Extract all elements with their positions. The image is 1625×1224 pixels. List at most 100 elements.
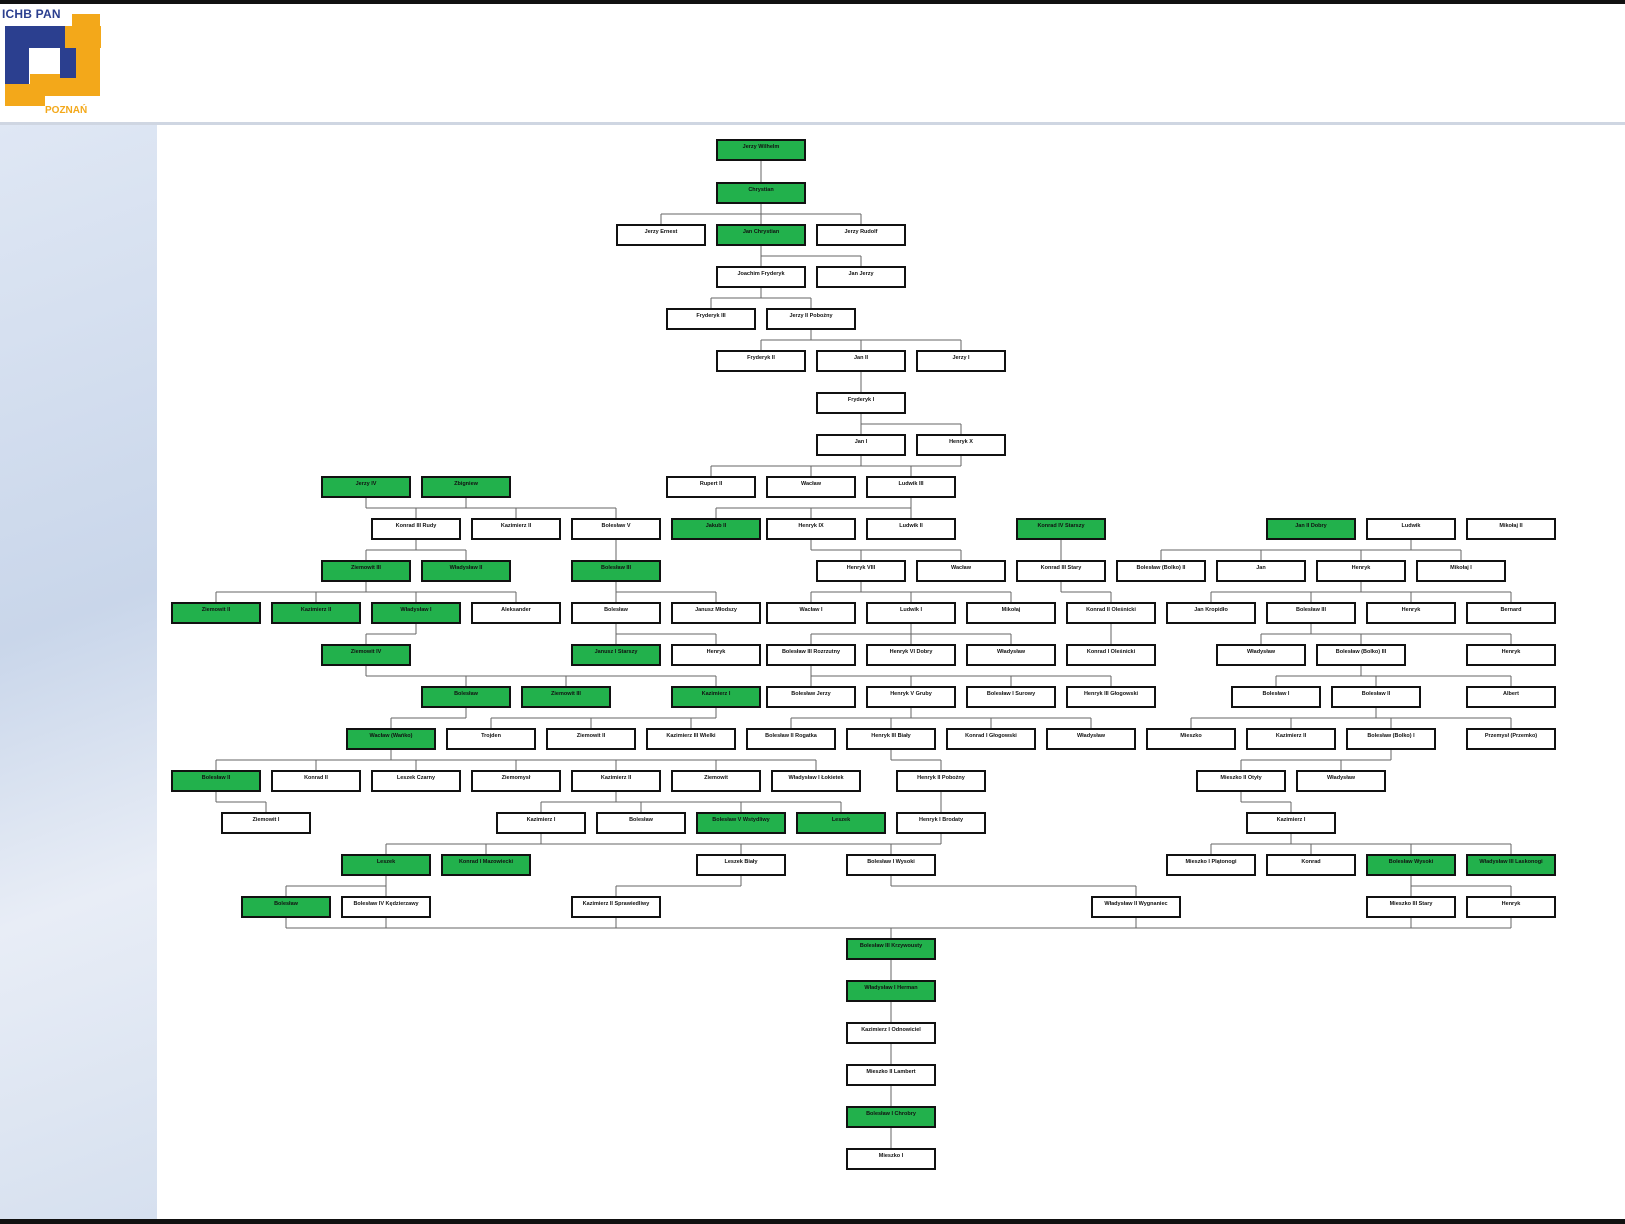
tree-node[interactable]: Mieszko I Plątonogi	[1166, 854, 1256, 876]
tree-node[interactable]: Henryk V Gruby	[866, 686, 956, 708]
tree-node[interactable]: Jan	[1216, 560, 1306, 582]
tree-node[interactable]: Kazimierz III Wielki	[646, 728, 736, 750]
tree-node[interactable]: Konrad II Oleśnicki	[1066, 602, 1156, 624]
tree-node[interactable]: Bolesław II	[1331, 686, 1421, 708]
tree-node[interactable]: Konrad I Oleśnicki	[1066, 644, 1156, 666]
tree-node[interactable]: Ziemowit III	[521, 686, 611, 708]
tree-node[interactable]: Konrad III Stary	[1016, 560, 1106, 582]
tree-node[interactable]: Ziemowit	[671, 770, 761, 792]
tree-node[interactable]: Bolesław I Wysoki	[846, 854, 936, 876]
tree-node[interactable]: Bolesław III Krzywousty	[846, 938, 936, 960]
tree-node[interactable]: Bolesław (Bolko) II	[1116, 560, 1206, 582]
tree-node[interactable]: Fryderyk I	[816, 392, 906, 414]
tree-node[interactable]: Władysław II Wygnaniec	[1091, 896, 1181, 918]
tree-node[interactable]: Bolesław (Bolko) III	[1316, 644, 1406, 666]
tree-node[interactable]: Ziemowit III	[321, 560, 411, 582]
tree-node[interactable]: Mikołaj I	[1416, 560, 1506, 582]
tree-node[interactable]: Konrad I Głogowski	[946, 728, 1036, 750]
tree-node[interactable]: Henryk IX	[766, 518, 856, 540]
tree-node[interactable]: Mieszko II Lambert	[846, 1064, 936, 1086]
tree-node[interactable]: Bernard	[1466, 602, 1556, 624]
tree-node[interactable]: Kazimierz II	[271, 602, 361, 624]
tree-node[interactable]: Zbigniew	[421, 476, 511, 498]
tree-node[interactable]: Jerzy II Pobożny	[766, 308, 856, 330]
tree-node[interactable]: Ludwik III	[866, 476, 956, 498]
tree-node[interactable]: Henryk	[1316, 560, 1406, 582]
tree-node[interactable]: Mieszko III Stary	[1366, 896, 1456, 918]
tree-node[interactable]: Przemysł (Przemko)	[1466, 728, 1556, 750]
tree-node[interactable]: Leszek Biały	[696, 854, 786, 876]
tree-node[interactable]: Leszek Czarny	[371, 770, 461, 792]
tree-node[interactable]: Kazimierz I	[671, 686, 761, 708]
tree-node[interactable]: Władysław	[1216, 644, 1306, 666]
tree-node[interactable]: Konrad I Mazowiecki	[441, 854, 531, 876]
tree-node[interactable]: Kazimierz I	[1246, 812, 1336, 834]
tree-node[interactable]: Kazimierz II	[471, 518, 561, 540]
tree-node[interactable]: Henryk I Brodaty	[896, 812, 986, 834]
tree-node[interactable]: Janusz Młodszy	[671, 602, 761, 624]
tree-node[interactable]: Henryk	[671, 644, 761, 666]
tree-node[interactable]: Jan I	[816, 434, 906, 456]
tree-node[interactable]: Jan II Dobry	[1266, 518, 1356, 540]
tree-node[interactable]: Władysław	[966, 644, 1056, 666]
tree-node[interactable]: Bolesław	[421, 686, 511, 708]
tree-node[interactable]: Henryk X	[916, 434, 1006, 456]
tree-node[interactable]: Leszek	[341, 854, 431, 876]
tree-node[interactable]: Aleksander	[471, 602, 561, 624]
tree-node[interactable]: Bolesław I Surowy	[966, 686, 1056, 708]
tree-node[interactable]: Fryderyk II	[716, 350, 806, 372]
tree-node[interactable]: Henryk III Biały	[846, 728, 936, 750]
tree-node[interactable]: Władysław I Łokietek	[771, 770, 861, 792]
tree-node[interactable]: Władysław III Laskonogi	[1466, 854, 1556, 876]
tree-node[interactable]: Jan Chrystian	[716, 224, 806, 246]
tree-node[interactable]: Ziemowit IV	[321, 644, 411, 666]
tree-node[interactable]: Ludwik I	[866, 602, 956, 624]
tree-node[interactable]: Kazimierz I Odnowiciel	[846, 1022, 936, 1044]
tree-node[interactable]: Mikołaj	[966, 602, 1056, 624]
tree-node[interactable]: Jerzy I	[916, 350, 1006, 372]
tree-node[interactable]: Bolesław II Rogatka	[746, 728, 836, 750]
tree-node[interactable]: Władysław II	[421, 560, 511, 582]
tree-node[interactable]: Konrad IV Starszy	[1016, 518, 1106, 540]
tree-node[interactable]: Bolesław III	[571, 560, 661, 582]
tree-node[interactable]: Bolesław IV Kędzierzawy	[341, 896, 431, 918]
tree-node[interactable]: Ludwik	[1366, 518, 1456, 540]
tree-node[interactable]: Mieszko II Otyły	[1196, 770, 1286, 792]
tree-node[interactable]: Mieszko I	[846, 1148, 936, 1170]
tree-node[interactable]: Bolesław III	[1266, 602, 1356, 624]
tree-node[interactable]: Konrad III Rudy	[371, 518, 461, 540]
tree-node[interactable]: Ziemowit II	[171, 602, 261, 624]
tree-node[interactable]: Henryk	[1466, 896, 1556, 918]
tree-node[interactable]: Konrad	[1266, 854, 1356, 876]
tree-node[interactable]: Wacław I	[766, 602, 856, 624]
tree-node[interactable]: Jan Kropidło	[1166, 602, 1256, 624]
tree-node[interactable]: Kazimierz II	[1246, 728, 1336, 750]
tree-node[interactable]: Bolesław	[571, 602, 661, 624]
tree-node[interactable]: Henryk	[1466, 644, 1556, 666]
tree-node[interactable]: Albert	[1466, 686, 1556, 708]
tree-node[interactable]: Trojden	[446, 728, 536, 750]
tree-node[interactable]: Wacław (Wańko)	[346, 728, 436, 750]
tree-node[interactable]: Janusz I Starszy	[571, 644, 661, 666]
tree-node[interactable]: Kazimierz I	[496, 812, 586, 834]
tree-node[interactable]: Fryderyk III	[666, 308, 756, 330]
tree-node[interactable]: Bolesław I	[1231, 686, 1321, 708]
tree-node[interactable]: Mieszko	[1146, 728, 1236, 750]
tree-node[interactable]: Władysław I Herman	[846, 980, 936, 1002]
tree-node[interactable]: Władysław	[1296, 770, 1386, 792]
tree-node[interactable]: Joachim Fryderyk	[716, 266, 806, 288]
tree-node[interactable]: Jakub II	[671, 518, 761, 540]
tree-node[interactable]: Bolesław V	[571, 518, 661, 540]
tree-node[interactable]: Kazimierz II	[571, 770, 661, 792]
tree-node[interactable]: Henryk II Pobożny	[896, 770, 986, 792]
tree-node[interactable]: Bolesław V Wstydliwy	[696, 812, 786, 834]
tree-node[interactable]: Kazimierz II Sprawiedliwy	[571, 896, 661, 918]
tree-node[interactable]: Bolesław Jerzy	[766, 686, 856, 708]
tree-node[interactable]: Bolesław (Bolko) I	[1346, 728, 1436, 750]
tree-node[interactable]: Jerzy Ernest	[616, 224, 706, 246]
tree-node[interactable]: Wacław	[916, 560, 1006, 582]
tree-node[interactable]: Jan II	[816, 350, 906, 372]
tree-node[interactable]: Leszek	[796, 812, 886, 834]
tree-node[interactable]: Rupert II	[666, 476, 756, 498]
tree-node[interactable]: Jerzy Wilhelm	[716, 139, 806, 161]
